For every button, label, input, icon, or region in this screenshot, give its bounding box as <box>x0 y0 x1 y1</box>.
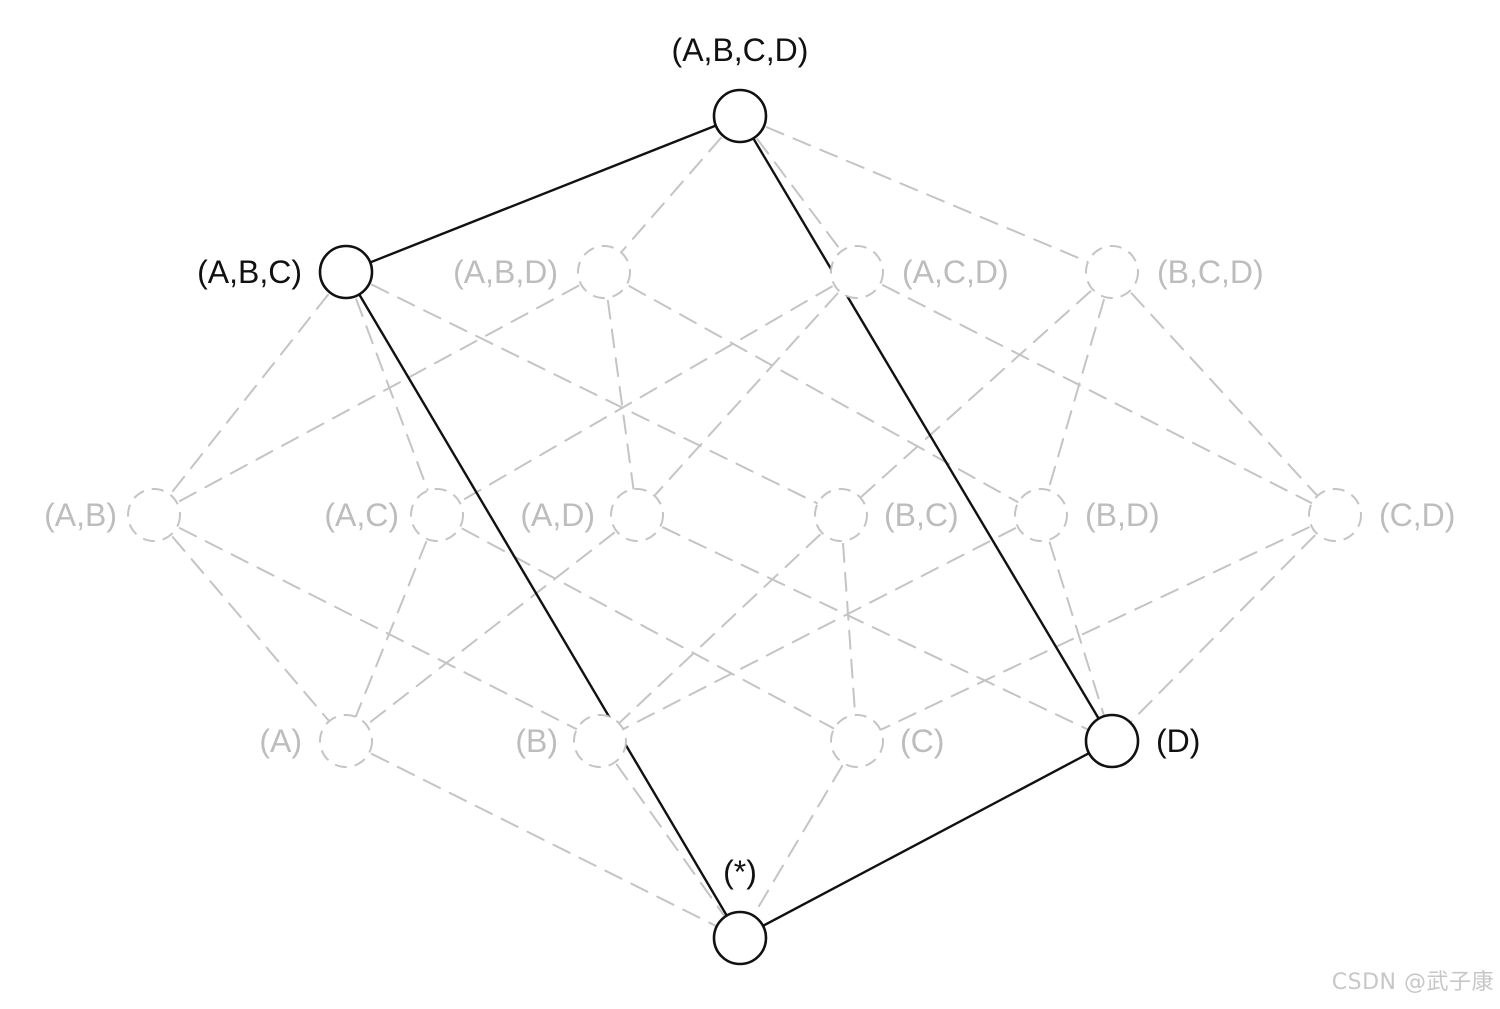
node-d <box>1084 713 1140 769</box>
edge-ac-c <box>436 514 858 742</box>
node-label-d: (D) <box>1156 723 1200 759</box>
node-label-all: (*) <box>723 854 757 890</box>
edge-a-all <box>345 740 741 939</box>
edge-d-all <box>738 739 1114 940</box>
node-c <box>830 714 884 768</box>
edge-abd-bd <box>603 271 1042 516</box>
node-label-acd: (A,C,D) <box>902 254 1009 290</box>
node-abc <box>318 244 374 300</box>
edge-bc-c <box>840 514 858 742</box>
edge-bd-d <box>1040 514 1113 742</box>
node-label-bcd: (B,C,D) <box>1157 254 1264 290</box>
node-label-bd: (B,D) <box>1085 497 1160 533</box>
edge-abd-ad <box>603 271 638 516</box>
edge-abcd-acd <box>739 115 858 273</box>
node-ad <box>610 488 664 542</box>
node-label-c: (C) <box>900 723 944 759</box>
node-label-ad: (A,D) <box>520 497 595 533</box>
edge-abcd-abc <box>344 114 742 274</box>
edge-abc-ab <box>153 271 347 516</box>
edge-bcd-cd <box>1111 271 1336 516</box>
edge-bd-b <box>599 514 1042 742</box>
nodes-layer <box>127 88 1362 966</box>
edge-b-all <box>599 740 741 939</box>
node-label-abcd: (A,B,C,D) <box>672 32 809 68</box>
node-b <box>573 714 627 768</box>
edge-abcd-abd <box>603 115 741 273</box>
node-acd <box>830 245 884 299</box>
edge-abc-ac <box>345 271 438 516</box>
edge-acd-ac <box>436 271 858 516</box>
node-cd <box>1308 488 1362 542</box>
labels-layer: (A,B,C,D) (A,B,C) (A,B,D) (A,C,D) (B,C,D) (A,… <box>44 32 1455 890</box>
edge-cd-c <box>856 514 1336 742</box>
node-label-ab: (A,B) <box>44 497 117 533</box>
node-bc <box>814 488 868 542</box>
edge-abd-ab <box>153 271 605 516</box>
node-abcd <box>712 88 768 144</box>
node-ac <box>410 488 464 542</box>
edge-cd-d <box>1111 514 1336 742</box>
watermark-text: CSDN @武子康 <box>1331 970 1494 995</box>
node-label-abd: (A,B,D) <box>453 254 558 290</box>
node-all <box>712 910 768 966</box>
node-label-b: (B) <box>515 723 558 759</box>
edge-abc-all <box>344 270 742 940</box>
node-a <box>319 714 373 768</box>
node-label-cd: (C,D) <box>1379 497 1455 533</box>
edge-bcd-bc <box>840 271 1113 516</box>
edge-ab-b <box>153 514 601 742</box>
edge-ab-a <box>153 514 347 742</box>
edge-abcd-bcd <box>739 115 1113 273</box>
edge-ad-a <box>345 514 638 742</box>
edge-acd-cd <box>856 271 1336 516</box>
node-label-a: (A) <box>259 723 302 759</box>
node-bcd <box>1085 245 1139 299</box>
node-ab <box>127 488 181 542</box>
edge-ac-a <box>345 514 438 742</box>
edges-layer <box>153 114 1336 940</box>
edge-acd-ad <box>636 271 858 516</box>
node-abd <box>577 245 631 299</box>
edge-abc-bc <box>345 271 842 516</box>
edge-abcd-d <box>738 114 1114 743</box>
node-bd <box>1014 488 1068 542</box>
node-label-abc: (A,B,C) <box>197 254 302 290</box>
node-label-ac: (A,C) <box>324 497 399 533</box>
edge-c-all <box>739 740 858 939</box>
edge-bcd-bd <box>1040 271 1113 516</box>
edge-ad-d <box>636 514 1113 742</box>
node-label-bc: (B,C) <box>884 497 959 533</box>
edge-bc-b <box>599 514 842 742</box>
